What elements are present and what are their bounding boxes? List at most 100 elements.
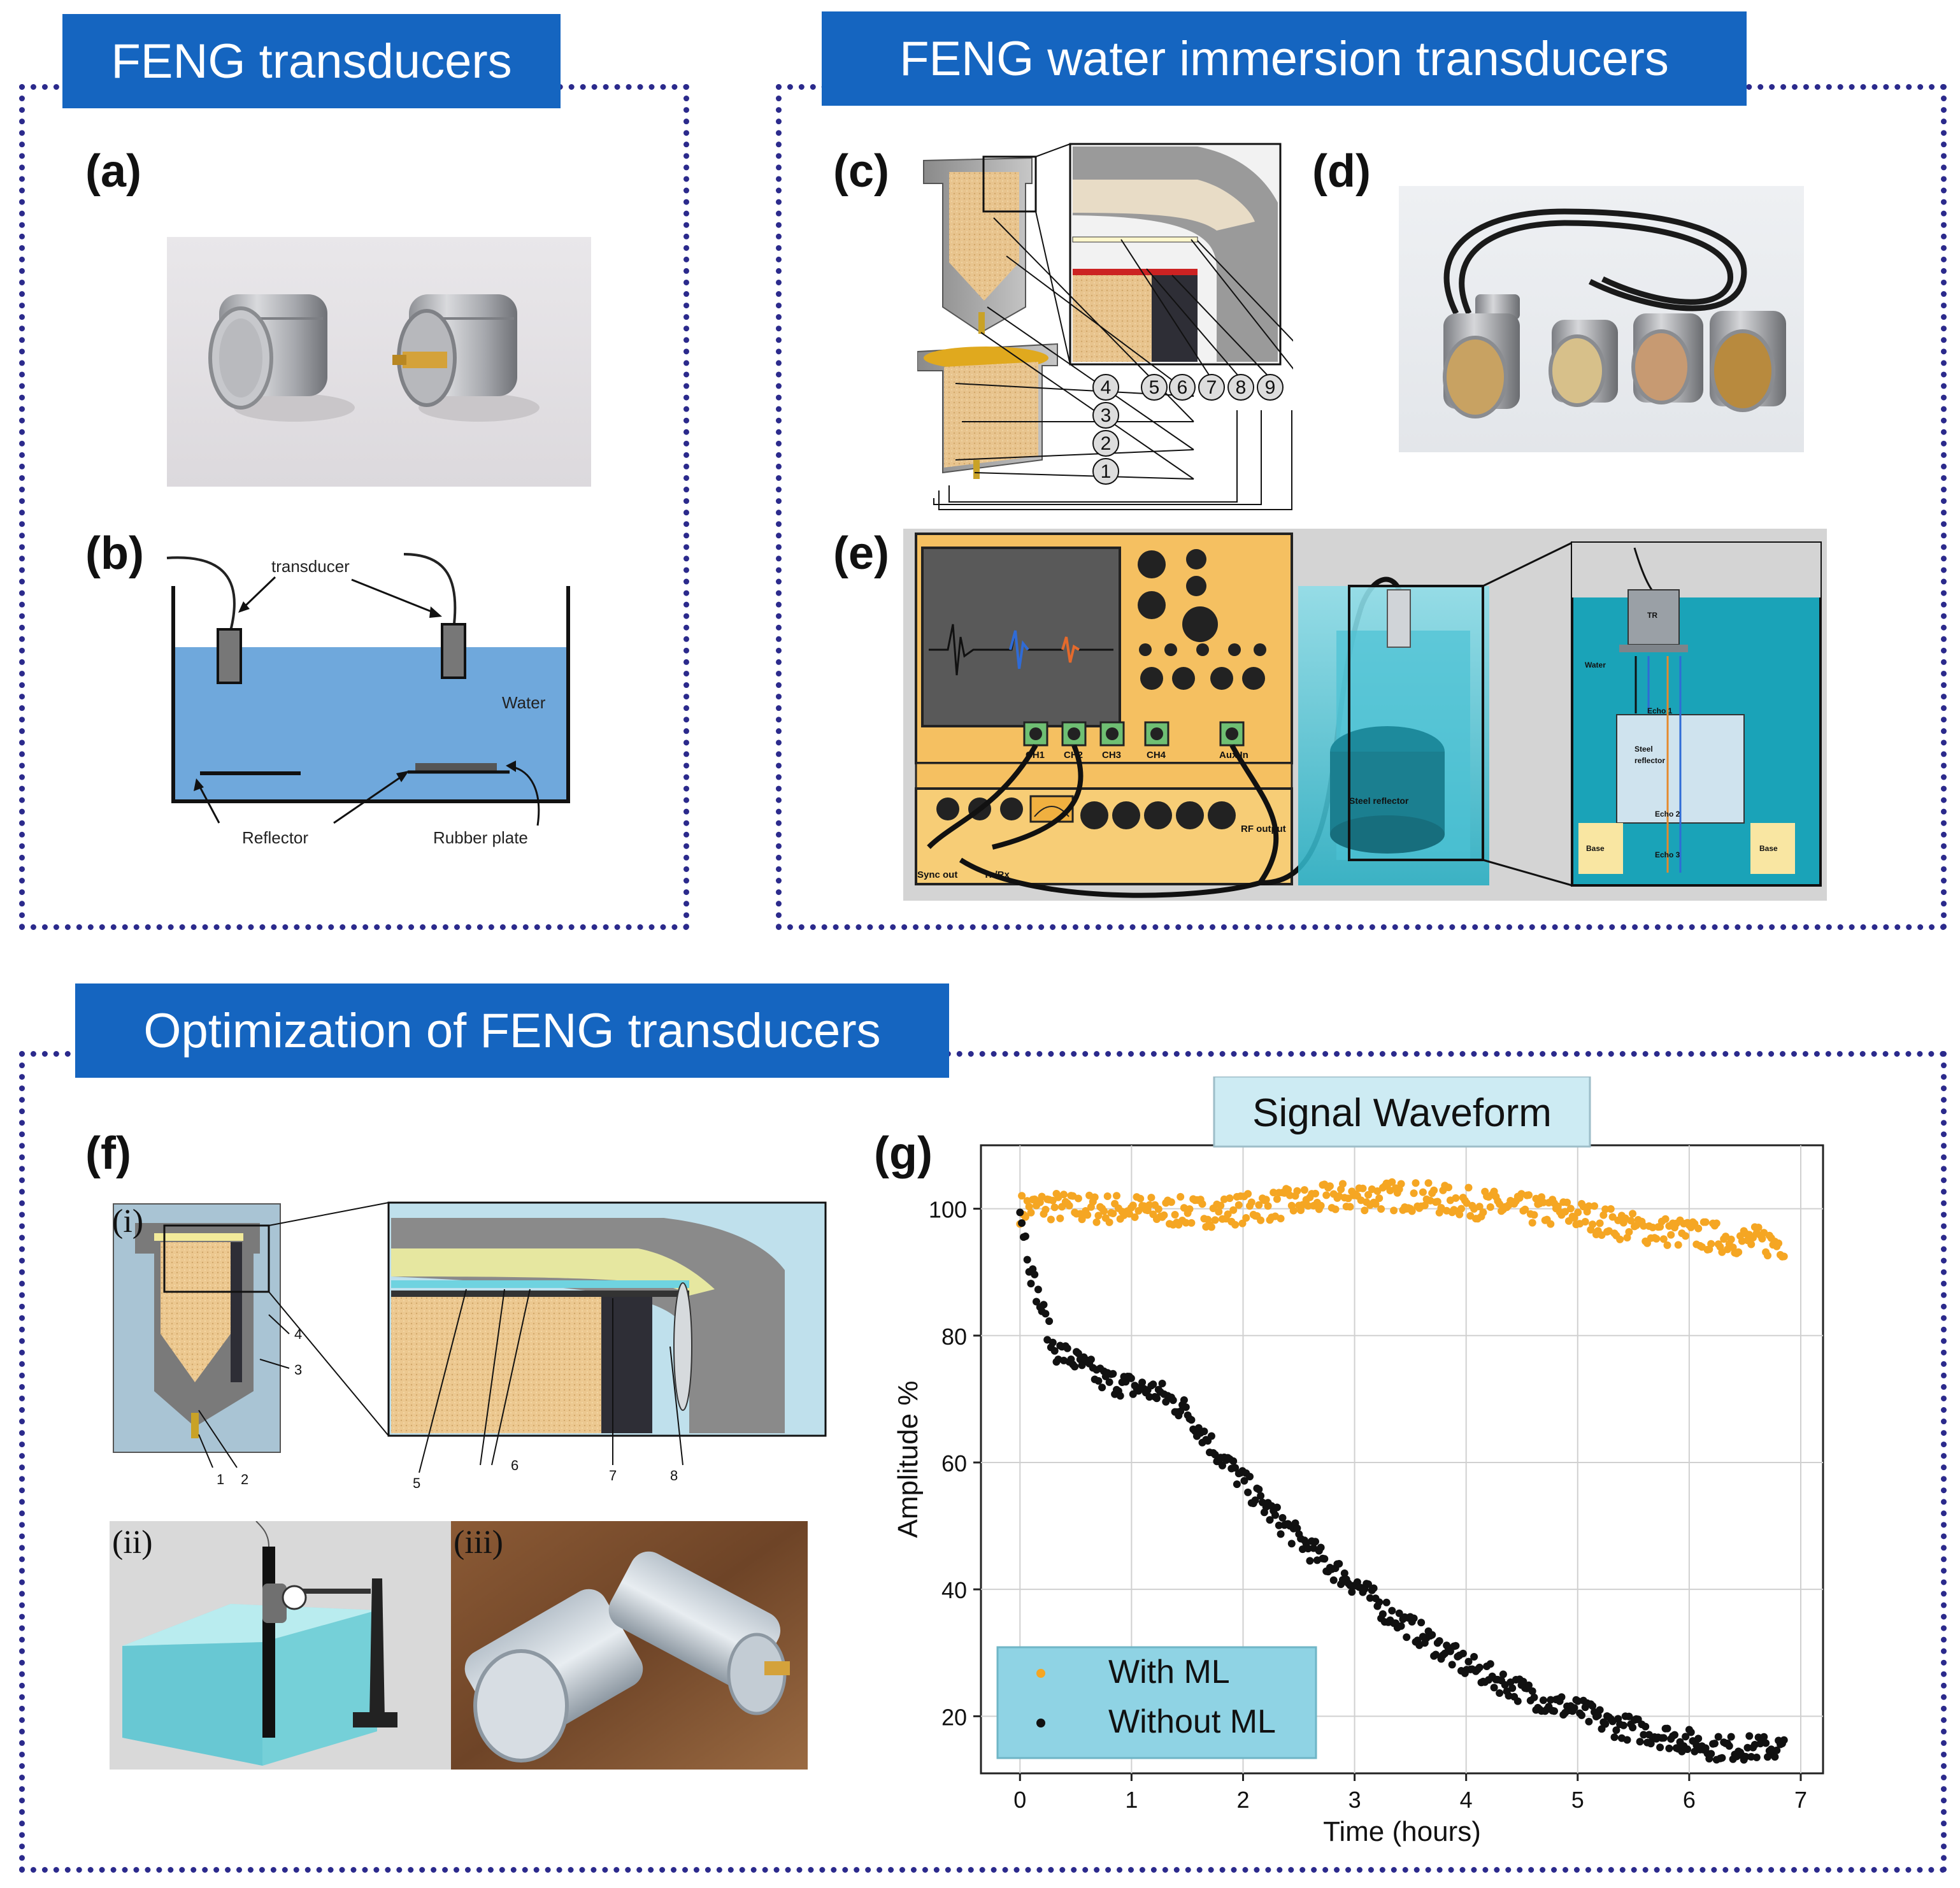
data-point [1420,1201,1429,1210]
data-point [1273,1503,1281,1512]
data-point [1725,1742,1733,1750]
label-ch4: CH4 [1147,750,1166,761]
data-point [1033,1298,1040,1306]
data-point [1231,1464,1240,1472]
data-point [1271,1511,1279,1519]
callout-f-3: 3 [294,1362,302,1378]
data-point [1247,1198,1255,1206]
inset-label-echo1: Echo 1 [1647,706,1673,715]
data-point [1105,1378,1113,1386]
data-point [1289,1206,1298,1215]
series-without-ml [1016,1208,1788,1764]
data-point [1412,1179,1420,1187]
data-point [1459,1649,1467,1657]
data-point [1100,1207,1108,1215]
data-point [1074,1194,1082,1203]
data-point [1285,1191,1294,1199]
data-point [1606,1205,1615,1213]
data-point [1742,1752,1750,1761]
label-rf-output: RF output [1241,824,1286,834]
data-point [1456,1210,1464,1219]
data-point [1145,1393,1154,1401]
legend-marker-without-ml [1036,1719,1045,1727]
data-point [1257,1492,1265,1500]
data-point [1056,1214,1064,1222]
photo-immersion-transducers [1399,186,1804,452]
label-ch3: CH3 [1102,750,1121,761]
data-point [1661,1215,1670,1223]
data-point [1078,1361,1086,1370]
data-point [1727,1235,1735,1243]
data-point [1656,1743,1664,1752]
chart-title: Signal Waveform [1252,1091,1552,1135]
data-point [1513,1697,1522,1705]
data-point [1034,1285,1042,1294]
callout-c-6: 6 [1177,377,1188,398]
data-point [1187,1416,1196,1424]
data-point [1234,1201,1243,1209]
data-point [1530,1211,1538,1219]
diagram-transducer-cross-section [917,143,1293,510]
data-point [1331,1205,1340,1213]
data-point [1370,1584,1378,1592]
data-point [1200,1427,1208,1436]
data-point [1397,1622,1405,1630]
data-point [1171,1211,1179,1219]
data-point [1149,1380,1157,1389]
data-point [1585,1717,1593,1726]
panel-label-f: (f) [85,1128,131,1179]
data-point [1317,1543,1325,1552]
data-point [1694,1734,1703,1743]
data-point [1589,1702,1597,1710]
callout-c-1: 1 [1101,461,1112,482]
data-point [1329,1576,1338,1584]
callout-c-4: 4 [1101,377,1112,398]
callout-f-4: 4 [294,1326,302,1342]
data-point [1229,1206,1238,1214]
data-point [1735,1248,1743,1256]
data-point [1452,1641,1460,1650]
data-point [1211,1216,1219,1224]
data-point [1684,1745,1691,1754]
inset-label-echo3: Echo 3 [1655,850,1680,859]
data-point [1479,1208,1487,1217]
data-point [1528,1687,1536,1695]
panel-label-e: (e) [833,528,889,579]
data-point [1525,1681,1533,1689]
data-point [1424,1179,1433,1187]
data-point [1207,1223,1215,1231]
x-tick-label: 1 [1125,1787,1138,1813]
data-point [1217,1201,1225,1210]
data-point [1395,1609,1403,1617]
data-point [1525,1191,1533,1199]
data-point [1048,1338,1057,1347]
label-sync-out: Sync out [917,869,957,880]
data-point [1714,1733,1722,1741]
data-point [1373,1187,1382,1195]
callout-c-8: 8 [1236,377,1247,398]
data-point [1127,1374,1135,1382]
data-point [1300,1186,1308,1194]
data-point [1601,1720,1610,1728]
data-point [1361,1206,1369,1215]
data-point [1433,1198,1441,1206]
data-point [1596,1219,1604,1227]
data-point [1578,1711,1585,1719]
data-point [1659,1734,1668,1742]
data-point [1275,1521,1283,1529]
data-point [1432,1650,1440,1659]
data-point [1570,1704,1578,1712]
data-point [1574,1208,1582,1217]
data-point [1018,1192,1026,1200]
data-point [1499,1670,1507,1678]
callout-f-1: 1 [217,1471,224,1487]
data-point [1417,1619,1426,1627]
data-point [1771,1753,1779,1761]
data-point [1270,1189,1278,1197]
data-point [1346,1203,1354,1211]
data-point [1623,1736,1631,1744]
x-tick-label: 4 [1460,1787,1473,1813]
data-point [1219,1461,1226,1470]
data-point [1304,1545,1312,1553]
data-point [1625,1228,1633,1236]
